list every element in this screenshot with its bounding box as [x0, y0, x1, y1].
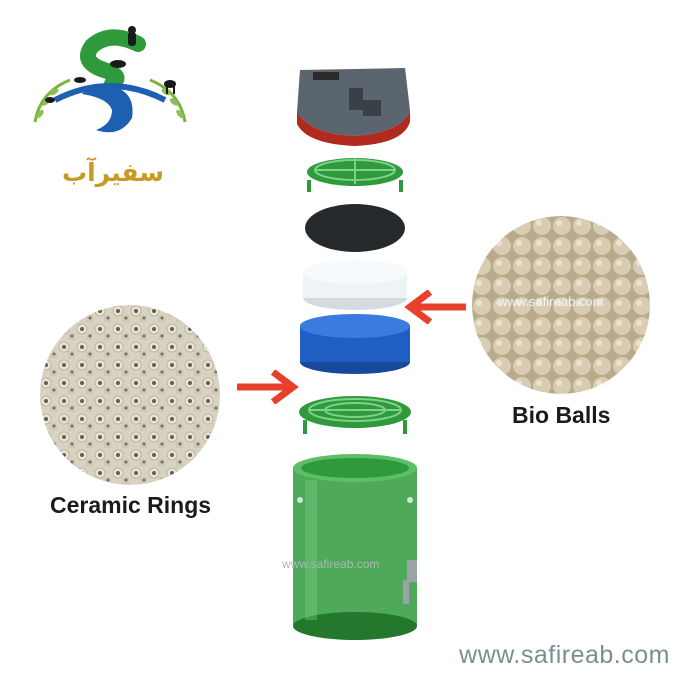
brand-name: سفیرآب — [61, 158, 165, 187]
canister-body — [293, 454, 417, 640]
pump-head — [297, 68, 410, 146]
arrow-left-to-sponge-icon — [404, 290, 466, 324]
bio-balls-label: Bio Balls — [512, 402, 611, 428]
ceramic-rings-image — [40, 305, 220, 485]
ceramic-rings-label: Ceramic Rings — [50, 492, 212, 518]
bottom-grid-plate — [299, 396, 411, 434]
site-watermark: www.safireab.com — [459, 641, 670, 669]
white-filter-floss — [303, 260, 407, 310]
arrow-right-to-grid-icon — [237, 370, 299, 404]
top-grid-plate — [307, 158, 403, 192]
dolphin-animals-logo-icon — [33, 26, 187, 133]
blue-sponge — [300, 314, 410, 374]
carbon-pad — [305, 204, 405, 252]
brand-logo — [20, 22, 200, 142]
canister-filter-exploded-view — [293, 68, 417, 640]
canister-watermark: www.safireab.com — [282, 557, 380, 571]
bio-balls-watermark: www.safireab.com — [498, 294, 604, 309]
bio-balls-image — [472, 216, 650, 394]
